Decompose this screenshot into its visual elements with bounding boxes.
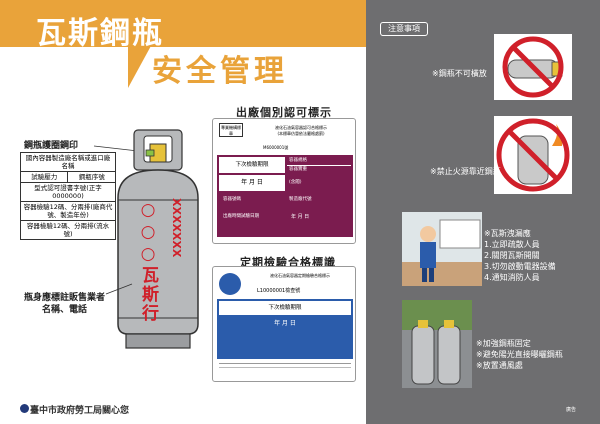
page-footer-mark: 廣告 (566, 407, 577, 413)
note-no-fire: ※禁止火源靠近鋼瓶 (430, 167, 501, 176)
note-no-horizontal: ※鋼瓶不可橫放 (432, 69, 487, 78)
table-cell: 容器檢驗12碼、分兩排(流水號) (20, 220, 116, 240)
page-title: 瓦斯鋼瓶 (36, 16, 164, 51)
factory-label-heading: 出廠個別認可標示 (236, 106, 332, 119)
leak-response-photo (402, 212, 482, 286)
leak-title: ※瓦斯洩漏應 (484, 229, 531, 238)
card1-test-date-label: 出廠時間試驗日期 (223, 214, 259, 219)
gas-cylinder-illustration (117, 129, 199, 349)
periodic-inspection-card: 液化石油氣容器定期檢驗合格標示 L10000001檢查號 下次檢驗期限 年 月 … (212, 266, 356, 382)
storage-note: ※避免陽光直接曝曬鋼瓶 (476, 350, 563, 359)
header-divider (0, 44, 366, 47)
header-band-top (0, 0, 366, 44)
card2-divider (219, 363, 351, 364)
card1-stamp: 專業機構標章 (219, 123, 243, 137)
card2-divider-2 (219, 367, 351, 368)
table-row: 容器檢驗12碼、分兩排(流水號) (20, 220, 116, 240)
card1-maroon-panel: 下次檢驗期限 容器規格 容器實重 年 月 日 (含閥) 容器號碼 製造廠代號 出… (217, 155, 353, 237)
no-horizontal-photo (494, 34, 572, 100)
periodic-label-heading: 定期檢驗合格標識 (240, 256, 336, 269)
prohibited-horizontal-icon (502, 36, 564, 98)
prohibited-fire-icon (496, 118, 570, 192)
table-cell: 國內容器製造廠名稱或進口廠名稱 (20, 152, 116, 172)
storage-photo (402, 300, 472, 388)
factory-approval-card: 專業機構標章 液化石油氣容器認可合格標示 (本標章仿冒依法嚴格處罰) M6000… (212, 118, 356, 244)
table-row: 型式認可證書字號(正字0000000) (20, 182, 116, 202)
table-row: 試驗壓力鋼瓶序號 (19, 171, 116, 183)
table-row: 國內容器製造廠名稱或進口廠名稱 (20, 152, 116, 172)
leak-step: 4.通知消防人員 (484, 273, 540, 282)
header: 瓦斯鋼瓶 安全管理 (0, 0, 366, 89)
emblem-icon (219, 273, 241, 295)
card2-blue-panel: 下次檢驗期限 年 月 日 (217, 299, 353, 359)
notice-tab: 注意事項 (380, 22, 428, 36)
card1-spec: 容器規格 (289, 158, 307, 163)
card2-org: 液化石油氣容器定期檢驗合格標示 (270, 273, 330, 278)
card1-weight: 容器實重 (287, 165, 351, 173)
card1-test-date: 年 月 日 (291, 214, 310, 220)
card1-container-no: 容器號碼 (223, 197, 241, 202)
cylinder-seller-phone: XXXXXXX (170, 198, 183, 258)
info-table: 國內容器製造廠名稱或進口廠名稱 試驗壓力鋼瓶序號 型式認可證書字號(正字0000… (19, 152, 116, 240)
footer-bullet-icon (20, 404, 29, 413)
cylinder-seller-name: ○○○瓦斯行 (138, 200, 158, 323)
table-cell: 容器檢驗12碼、分兩排(廠商代號、製造年份) (20, 201, 116, 221)
header-band-bottom (0, 44, 366, 88)
leak-step: 1.立即疏散人員 (484, 240, 540, 249)
page-subtitle: 安全管理 (152, 54, 288, 89)
card1-org: 液化石油氣容器認可合格標示 (本標章仿冒依法嚴格處罰) (275, 125, 327, 136)
seller-label-line2: 名稱、電話 (42, 305, 88, 315)
storage-note: ※放置通風處 (476, 361, 523, 370)
footer-text: 臺中市政府勞工局關心您 (30, 406, 130, 416)
table-cell: 試驗壓力 (19, 171, 69, 183)
leak-step: 2.關閉瓦斯開關 (484, 251, 540, 260)
card1-date: 年 月 日 (219, 175, 285, 191)
table-cell: 鋼瓶序號 (67, 171, 116, 183)
seller-pointer (105, 283, 133, 295)
guard-ring-label: 鋼瓶護圈鋼印 (24, 141, 79, 151)
no-fire-photo (494, 116, 572, 194)
card1-with-valve: (含閥) (289, 180, 302, 185)
worker-illustration (402, 219, 482, 286)
stored-cylinders-illustration (402, 300, 472, 385)
table-row: 容器檢驗12碼、分兩排(廠商代號、製造年份) (20, 201, 116, 221)
card1-maker-code: 製造廠代號 (289, 197, 312, 202)
card2-next-inspection: 下次檢驗期限 (219, 301, 351, 315)
leak-step: 3.切勿啟動電器設備 (484, 262, 556, 271)
card1-serial: M6000001號 (263, 145, 289, 150)
storage-note: ※加強鋼瓶固定 (476, 339, 531, 348)
table-cell: 型式認可證書字號(正字0000000) (20, 182, 116, 202)
card2-serial: L10000001檢查號 (257, 288, 301, 294)
card2-date: 年 月 日 (274, 320, 296, 327)
card1-next-inspection: 下次檢驗期限 (219, 157, 285, 173)
seller-label-line1: 瓶身應標註販售業者 (24, 293, 106, 303)
